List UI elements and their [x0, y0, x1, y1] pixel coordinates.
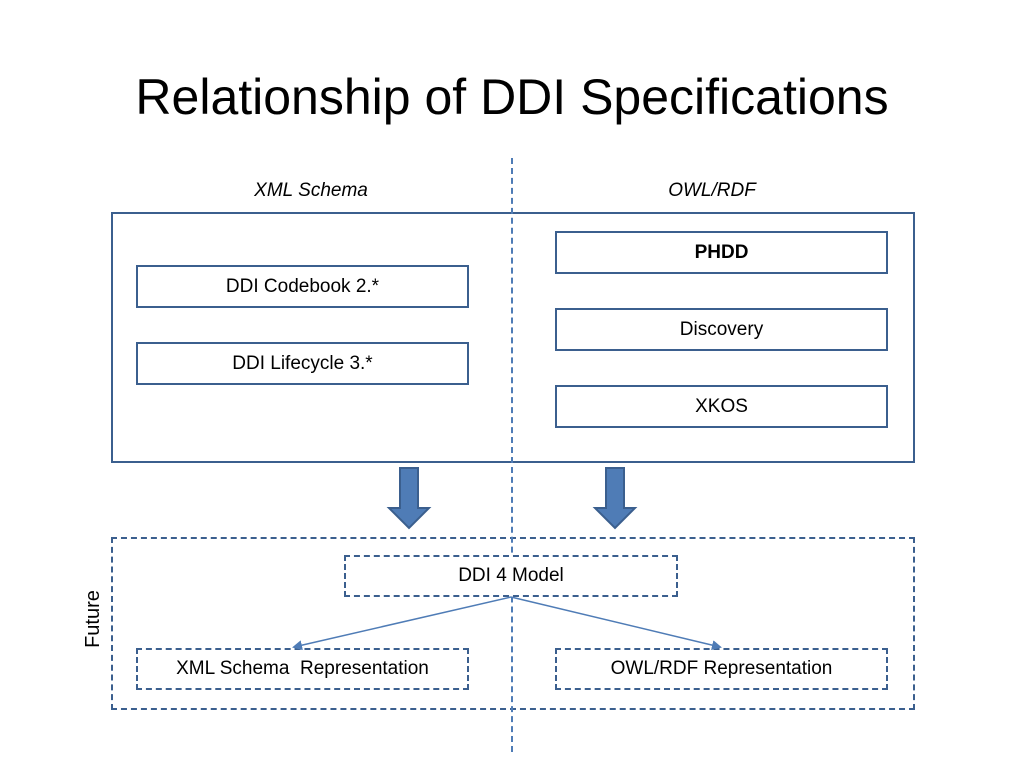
- phdd-label: PHDD: [694, 241, 749, 263]
- ddi-codebook-box: DDI Codebook 2.*: [136, 265, 469, 308]
- owl-representation-label: OWL/RDF Representation: [610, 658, 833, 679]
- left-block-arrow: [386, 467, 432, 530]
- ddi-lifecycle-label: DDI Lifecycle 3.*: [232, 352, 373, 374]
- current-specs-container: [111, 212, 915, 463]
- ddi4-model-label: DDI 4 Model: [458, 565, 564, 586]
- column-divider: [511, 158, 513, 752]
- phdd-box: PHDD: [555, 231, 888, 274]
- xml-representation-label: XML Schema Representation: [176, 658, 429, 679]
- xml-representation-box: XML Schema Representation: [136, 648, 469, 690]
- arrow-to-owl-representation: [510, 596, 722, 651]
- ddi-lifecycle-box: DDI Lifecycle 3.*: [136, 342, 469, 385]
- slide-title: Relationship of DDI Specifications: [135, 69, 889, 125]
- owl-rdf-column-label: OWL/RDF: [668, 180, 756, 201]
- xml-schema-column-label: XML Schema: [254, 180, 368, 201]
- xkos-box: XKOS: [555, 385, 888, 428]
- arrow-to-xml-representation: [292, 596, 512, 651]
- xkos-label: XKOS: [695, 395, 748, 417]
- future-container: [111, 537, 915, 710]
- discovery-box: Discovery: [555, 308, 888, 351]
- ddi-codebook-label: DDI Codebook 2.*: [225, 275, 380, 297]
- right-block-arrow: [592, 467, 638, 530]
- ddi4-model-box: DDI 4 Model: [344, 555, 678, 597]
- owl-representation-box: OWL/RDF Representation: [555, 648, 888, 690]
- discovery-label: Discovery: [679, 318, 764, 340]
